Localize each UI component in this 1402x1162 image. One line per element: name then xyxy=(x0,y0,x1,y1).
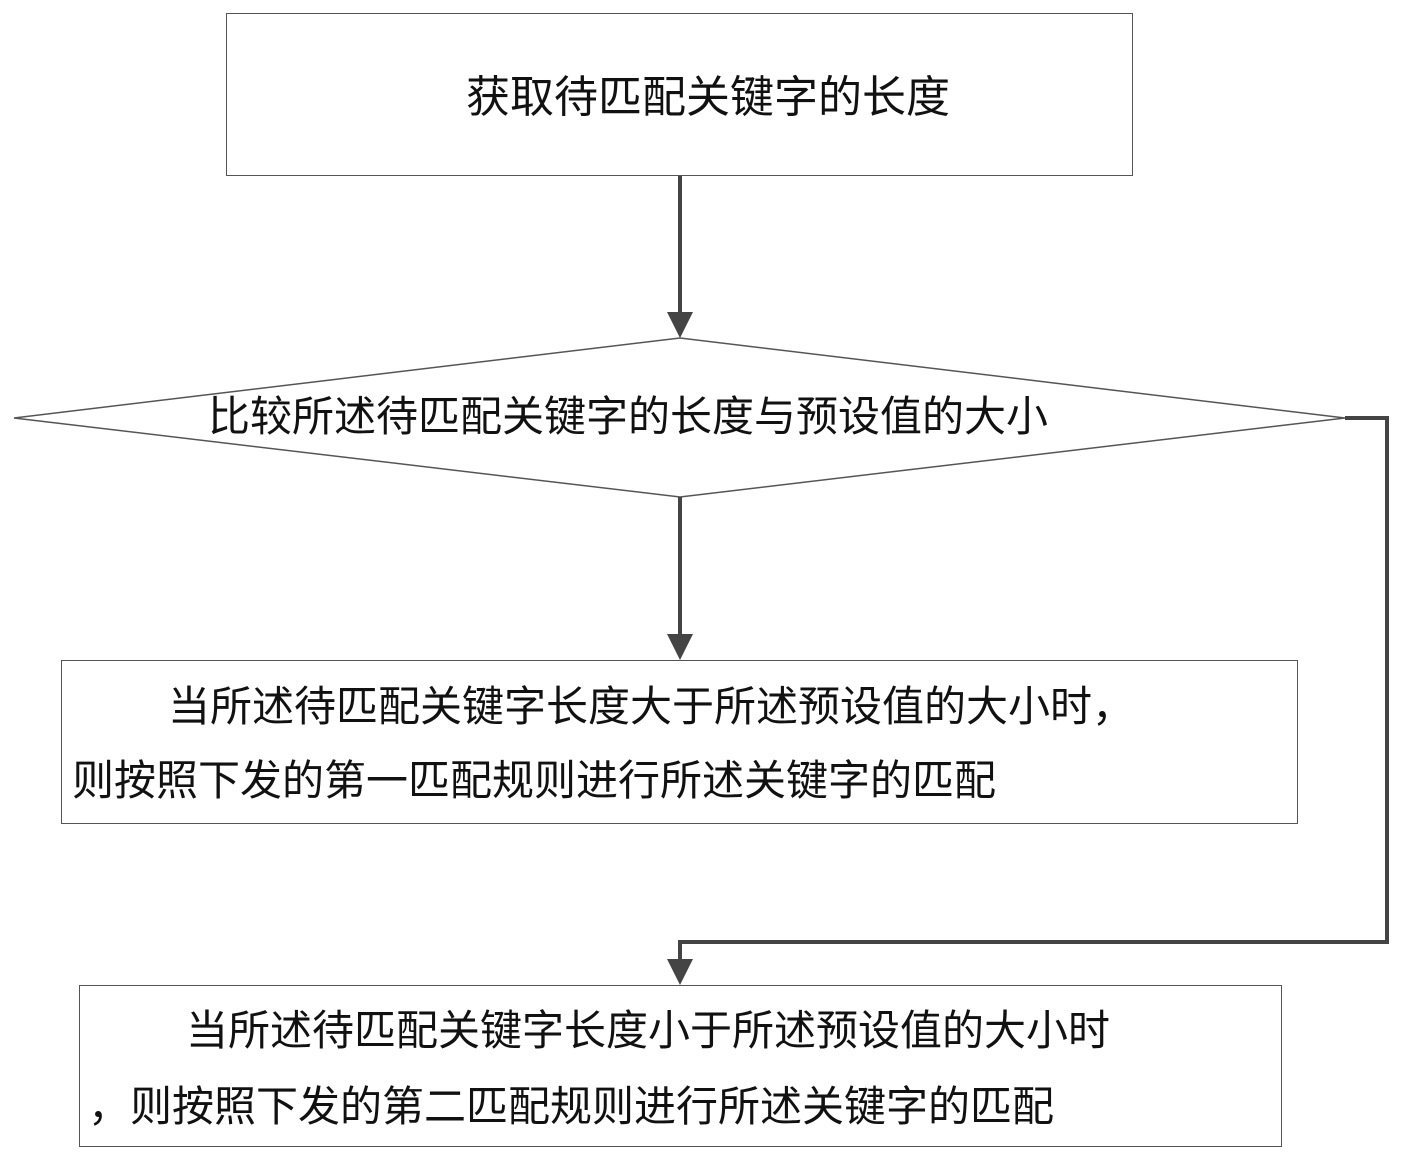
second-rule-label-line2: ，则按照下发的第二匹配规则进行所述关键字的匹配 xyxy=(88,1082,1055,1131)
process-box-get-length xyxy=(226,13,1133,176)
second-rule-label-line1: 当所述待匹配关键字长度小于所述预设值的大小时 xyxy=(186,1006,1111,1055)
process-get-length-label: 获取待匹配关键字的长度 xyxy=(466,72,950,123)
process-box-first-rule xyxy=(61,660,1298,824)
first-rule-label-line1: 当所述待匹配关键字长度大于所述预设值的大小时， xyxy=(168,682,1135,731)
decision-label: 比较所述待匹配关键字的长度与预设值的大小 xyxy=(208,392,1049,441)
arrow-step1-to-decision xyxy=(667,176,693,338)
process-box-second-rule xyxy=(79,985,1282,1147)
first-rule-label-line2: 则按照下发的第一匹配规则进行所述关键字的匹配 xyxy=(72,756,997,805)
arrow-decision-to-branch-greater xyxy=(667,497,693,660)
arrow-decision-to-branch-less xyxy=(667,416,1389,985)
